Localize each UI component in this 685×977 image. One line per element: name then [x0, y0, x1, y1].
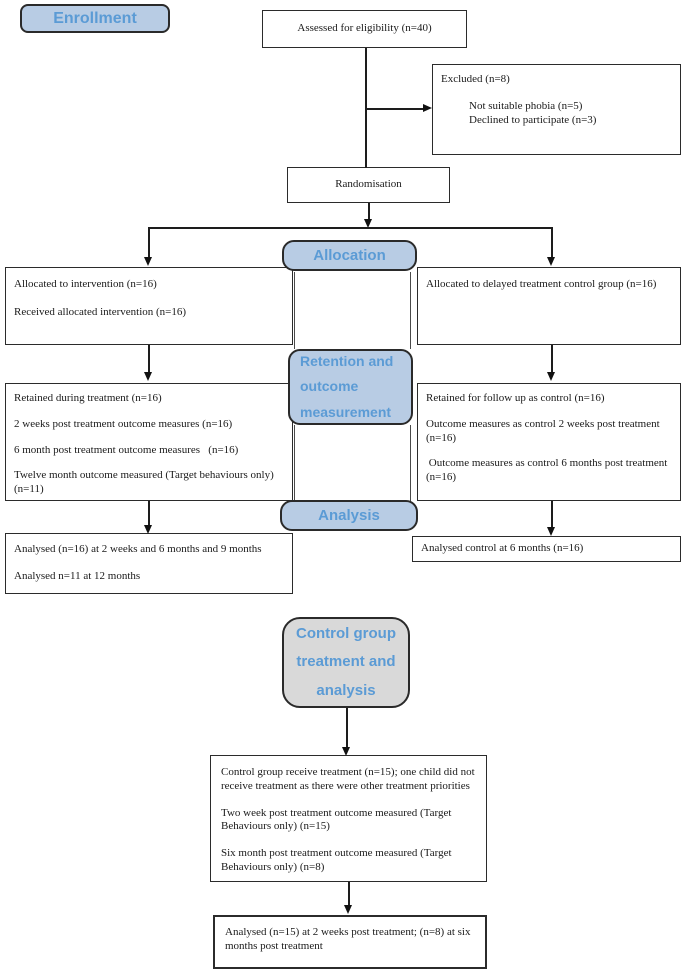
excluded-box: Excluded (n=8) Not suitable phobia (n=5)… [432, 64, 681, 155]
arrowhead-retain-right [547, 372, 555, 381]
connector-alloc-retain-right [551, 345, 553, 373]
assessed-eligibility-text: Assessed for eligibility (n=40) [297, 22, 432, 35]
retention-stage-text: Retention and outcome measurement [300, 353, 394, 420]
connector-control-treatment [346, 708, 348, 748]
arrowhead-alloc-right [547, 257, 555, 266]
arrowhead-final-analysis [344, 905, 352, 914]
retained-control-line: Outcome measures as control 6 months pos… [426, 457, 671, 483]
randomisation-text: Randomisation [335, 178, 402, 191]
excluded-item: Declined to participate (n=3) [469, 113, 597, 126]
connector-alloc-retain-left [148, 345, 150, 373]
rail-retention-analysis-left [294, 425, 295, 501]
arrowhead-excluded [423, 104, 432, 112]
allocated-intervention-box: Allocated to intervention (n=16) Receive… [5, 267, 293, 345]
retained-control-line: Outcome measures as control 2 weeks post… [426, 417, 663, 444]
connector-branch-right [551, 227, 553, 258]
retained-intervention-line: Twelve month outcome measured (Target be… [14, 469, 277, 495]
excluded-item: Not suitable phobia (n=5) [469, 99, 583, 112]
enrollment-stage-text: Enrollment [53, 9, 137, 27]
retained-intervention-line: Retained during treatment (n=16) [14, 392, 162, 404]
analysed-intervention-line: Analysed n=11 at 12 months [14, 569, 141, 582]
rail-retention-analysis-right [410, 425, 411, 501]
control-treatment-line: Two week post treatment outcome measured… [221, 806, 455, 833]
branch-line [148, 227, 552, 229]
excluded-title: Excluded (n=8) [441, 73, 510, 85]
arrowhead-analysis-left [144, 525, 152, 534]
control-group-stage-text: Control group treatment and analysis [296, 624, 396, 699]
connector-final-analysis [348, 882, 350, 906]
analysis-stage-text: Analysis [318, 507, 380, 524]
arrowhead-control-treatment [342, 747, 350, 756]
arrowhead-analysis-right [547, 527, 555, 536]
allocated-intervention-line: Received allocated intervention (n=16) [14, 305, 187, 318]
final-analysis-line: Analysed (n=15) at 2 weeks post treatmen… [225, 926, 474, 952]
control-treatment-line: Six month post treatment outcome measure… [221, 847, 455, 873]
enrollment-stage-label: Enrollment [20, 4, 170, 33]
rail-allocation-retention-right [410, 272, 411, 349]
allocation-stage-text: Allocation [313, 247, 386, 264]
allocation-stage-label: Allocation [282, 240, 417, 271]
randomisation-box: Randomisation [287, 167, 450, 203]
retained-intervention-line: 6 month post treatment outcome measures … [14, 443, 239, 456]
analysed-intervention-box: Analysed (n=16) at 2 weeks and 6 months … [5, 533, 293, 594]
assessed-eligibility-box: Assessed for eligibility (n=40) [262, 10, 467, 48]
retained-control-line: Retained for follow up as control (n=16) [426, 392, 605, 404]
analysis-stage-label: Analysis [280, 500, 418, 531]
connector-to-excluded [365, 108, 423, 110]
analysed-intervention-line: Analysed (n=16) at 2 weeks and 6 months … [14, 543, 262, 555]
allocated-control-box: Allocated to delayed treatment control g… [417, 267, 681, 345]
analysed-control-box: Analysed control at 6 months (n=16) [412, 536, 681, 562]
final-analysis-box: Analysed (n=15) at 2 weeks post treatmen… [213, 915, 487, 969]
connector-randomisation-down [368, 203, 370, 220]
arrowhead-alloc-left [144, 257, 152, 266]
connector-branch-left [148, 227, 150, 258]
analysed-control-text: Analysed control at 6 months (n=16) [421, 542, 584, 554]
connector-retain-analysis-left [148, 501, 150, 526]
arrowhead-retain-left [144, 372, 152, 381]
retained-intervention-box: Retained during treatment (n=16) 2 weeks… [5, 383, 293, 501]
control-group-stage-label: Control group treatment and analysis [282, 617, 410, 708]
excluded-items: Not suitable phobia (n=5) Declined to pa… [469, 100, 672, 128]
control-treatment-box: Control group receive treatment (n=15); … [210, 755, 487, 882]
arrowhead-branch [364, 219, 372, 228]
retention-stage-label: Retention and outcome measurement [288, 349, 413, 425]
control-treatment-line: Control group receive treatment (n=15); … [221, 766, 478, 792]
allocated-intervention-line: Allocated to intervention (n=16) [14, 278, 157, 290]
retained-intervention-line: 2 weeks post treatment outcome measures … [14, 417, 233, 430]
allocated-control-line: Allocated to delayed treatment control g… [426, 278, 657, 290]
rail-allocation-retention-left [294, 272, 295, 349]
connector-retain-analysis-right [551, 501, 553, 528]
retained-control-box: Retained for follow up as control (n=16)… [417, 383, 681, 501]
